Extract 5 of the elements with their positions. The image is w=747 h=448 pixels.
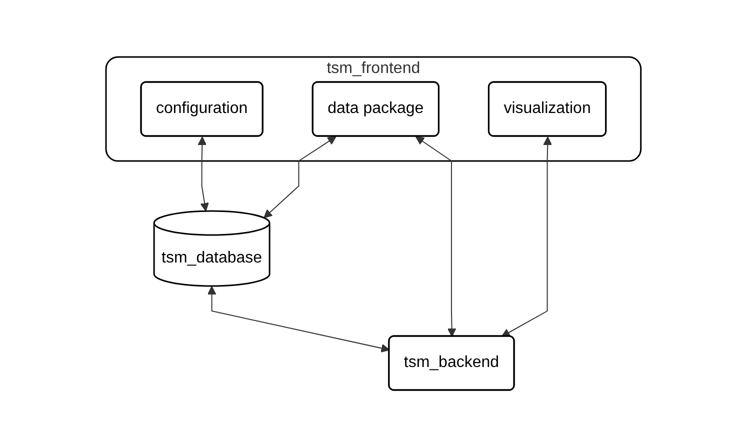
arrow <box>264 136 336 219</box>
arrow <box>501 136 552 338</box>
arrow <box>207 286 390 354</box>
arrow <box>416 136 456 338</box>
arrow <box>198 136 209 212</box>
